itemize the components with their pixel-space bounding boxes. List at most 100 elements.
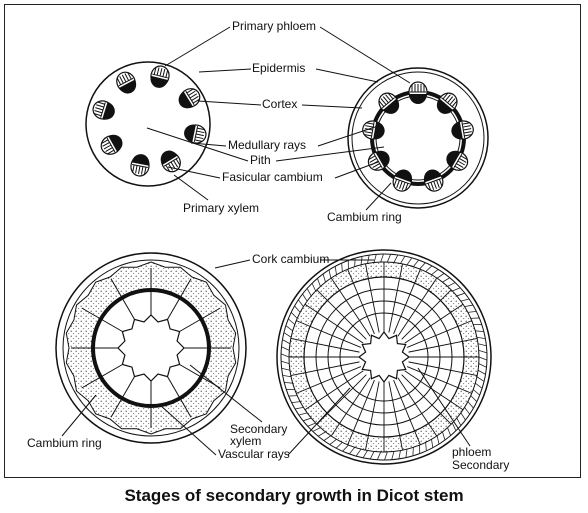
stem4-cork-hatch: [452, 287, 461, 292]
stem4-ray: [404, 303, 464, 344]
xylem-stripe: [442, 92, 449, 100]
leader-epidermis: [198, 68, 252, 73]
xylem-stripe: [135, 165, 138, 174]
stem4-cork-hatch: [442, 277, 451, 283]
leader-secondary-xylem: [189, 364, 263, 423]
xylem-stripe: [159, 68, 163, 77]
xylem-stripe: [156, 67, 160, 76]
xylem-stripe: [457, 160, 466, 166]
stem4-ray: [304, 303, 364, 344]
xylem-stripe: [103, 144, 112, 150]
stem3-vascular-ray: [179, 307, 221, 332]
stem3-vascular-ray: [81, 364, 123, 389]
stem4-ray: [388, 263, 403, 333]
phloem-cap: [423, 169, 442, 183]
stem1-vascular-bundle: [184, 124, 207, 144]
stem4-cork-hatch: [329, 438, 337, 445]
xylem-stripe: [191, 95, 199, 101]
stem4-ray: [365, 381, 380, 451]
leader-cork-cambium: [214, 259, 251, 269]
leader-vascular-rays: [287, 387, 351, 456]
stem4-cork-hatch: [282, 374, 292, 378]
xylem-stripe: [195, 133, 204, 137]
phloem-cap: [446, 150, 461, 168]
stem4-cork-hatch: [406, 257, 413, 266]
bundle-divider: [394, 178, 410, 185]
stem4-ray: [290, 361, 360, 376]
leader-fasicular-cambium: [334, 161, 379, 179]
stem4-ray: [401, 374, 452, 425]
phloem-cap: [118, 79, 137, 94]
label-secondary-xylem: Secondary xylem: [230, 422, 288, 448]
label-vascular-rays: Vascular rays: [218, 447, 290, 461]
xylem-stripe: [462, 125, 471, 128]
xylem-stripe: [96, 104, 105, 108]
xylem-stripe: [196, 130, 205, 134]
figure-frame: [4, 4, 581, 478]
bundle-divider: [193, 126, 199, 142]
leader-primary-phloem: [319, 26, 411, 84]
stem4-cork-hatch: [460, 412, 466, 421]
stem4-cork-hatch: [425, 265, 433, 272]
stem4-cork-hatch: [281, 346, 290, 351]
stem3-vascular-ray: [110, 376, 135, 418]
leader-cortex: [301, 104, 363, 109]
xylem-stripe: [170, 161, 176, 170]
stem4-cork-hatch: [282, 339, 291, 345]
stem4-cork-hatch: [476, 336, 486, 340]
stem4-cork-hatch: [283, 332, 292, 338]
stem1-vascular-bundle: [178, 88, 201, 109]
stem4-cork-hatch: [335, 442, 343, 449]
xylem-stripe: [153, 66, 157, 75]
phloem-cap: [160, 150, 178, 165]
stem4-cork-hatch: [317, 431, 326, 437]
bundle-divider: [152, 73, 168, 79]
leader-medullary-rays: [317, 124, 382, 147]
xylem-stripe: [444, 94, 451, 102]
bundle-divider: [426, 178, 442, 185]
xylem-stripe: [96, 101, 105, 105]
stem4-ray: [404, 370, 464, 411]
phloem-cap: [178, 91, 194, 109]
stem4-cork-hatch: [360, 256, 363, 265]
stem3-vascular-ray: [81, 307, 123, 332]
phloem-cap: [436, 98, 454, 114]
bundle-divider: [118, 77, 134, 87]
stem2-vascular-bundle: [392, 169, 413, 192]
stem4-cork-hatch: [405, 449, 408, 458]
xylem-stripe: [462, 122, 471, 125]
xylem-stripe: [102, 141, 110, 147]
bundle-divider: [185, 90, 195, 106]
stem4-cork-hatch: [369, 451, 375, 460]
stem4-ray: [365, 263, 380, 333]
xylem-stripe: [162, 68, 166, 77]
bundle-divider: [381, 97, 395, 109]
label-cambium-ring-top: Cambium ring: [327, 210, 402, 224]
stem4-cork-hatch: [464, 407, 470, 415]
xylem-stripe: [365, 125, 374, 128]
stem4-ray: [401, 289, 452, 340]
xylem-stripe: [380, 98, 387, 106]
stem1-vascular-bundle: [130, 154, 150, 177]
xylem-stripe: [165, 164, 171, 173]
label-pith: Pith: [250, 153, 271, 167]
stem4-cork-hatch: [367, 254, 370, 264]
stem4-cork-hatch: [362, 450, 368, 459]
stem4-cork-hatch: [291, 401, 301, 404]
phloem-cap: [382, 98, 400, 114]
stem1-vascular-bundle: [100, 134, 123, 155]
xylem-stripe: [105, 147, 113, 152]
stem4-cork-hatch: [447, 282, 456, 287]
xylem-stripe: [93, 112, 102, 117]
stem4-periderm-outer: [280, 253, 488, 461]
xylem-stripe: [430, 182, 435, 190]
stem4-cork-hatch: [478, 363, 487, 368]
xylem-stripe: [399, 181, 403, 189]
stem2-hypodermis: [351, 71, 485, 205]
stem3-vascular-ray: [110, 278, 135, 320]
xylem-stripe: [373, 165, 382, 171]
stem4-cork-hatch: [467, 310, 477, 313]
xylem-stripe: [140, 166, 144, 175]
leader-cambium-ring-top: [365, 182, 392, 211]
